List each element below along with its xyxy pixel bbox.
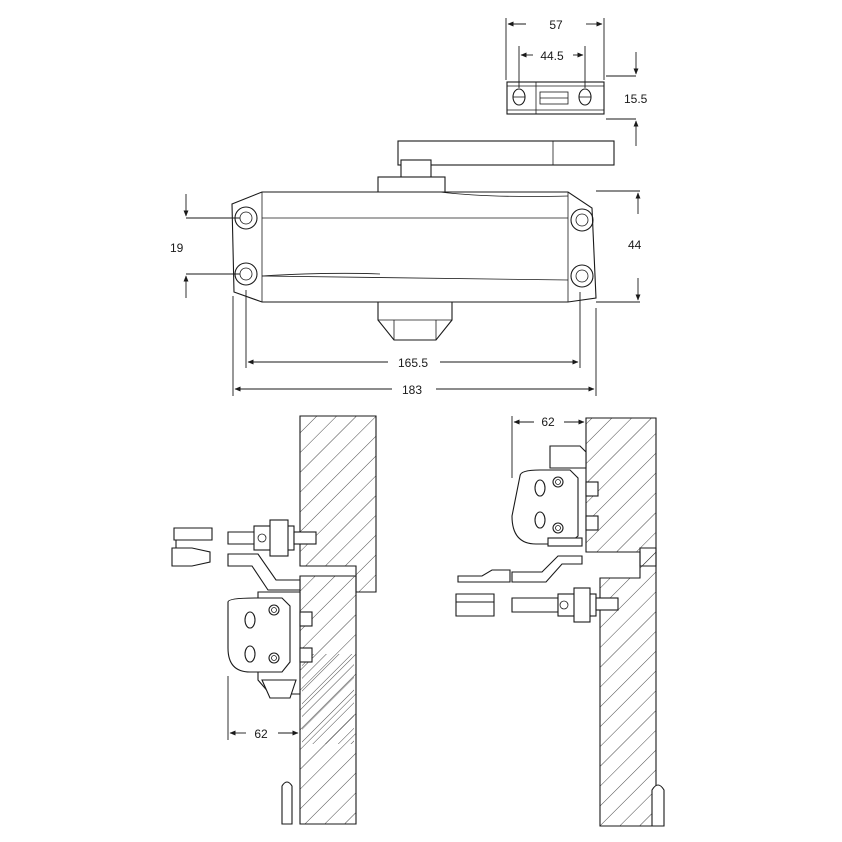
dim-text-57: 57	[549, 18, 563, 32]
dimension-hole-horizontal: 165.5	[245, 290, 581, 370]
install-view-left	[171, 415, 377, 825]
dim-text-15-5: 15.5	[624, 92, 648, 106]
dim-text-183: 183	[402, 383, 422, 397]
door-frame-left	[299, 415, 377, 593]
dimension-install-right: 62	[511, 415, 585, 478]
dim-text-44: 44	[628, 238, 642, 252]
dim-text-165-5: 165.5	[398, 356, 428, 370]
body-hole-bottom-right	[570, 264, 594, 288]
mounting-bracket-view	[506, 81, 605, 115]
dim-text-62-right: 62	[541, 415, 555, 429]
dim-text-44-5: 44.5	[540, 49, 564, 63]
dimension-bracket-height: 15.5	[606, 52, 648, 146]
dimension-bracket-hole-spacing: 44.5	[518, 46, 586, 88]
install-view-right	[455, 417, 665, 827]
door-leaf-right	[599, 547, 657, 827]
dimension-hole-vertical: 19	[170, 194, 240, 298]
dim-text-19: 19	[170, 241, 184, 255]
dimension-install-left: 62	[227, 676, 299, 741]
dimension-body-height: 44	[596, 190, 642, 303]
dimension-body-length: 183	[232, 296, 597, 397]
dim-text-62-left: 62	[254, 727, 268, 741]
arm-assembly-top	[377, 140, 615, 194]
body-hole-top-right	[570, 208, 594, 232]
dimension-bracket-width: 57	[505, 18, 605, 80]
closer-body-front	[231, 191, 597, 341]
